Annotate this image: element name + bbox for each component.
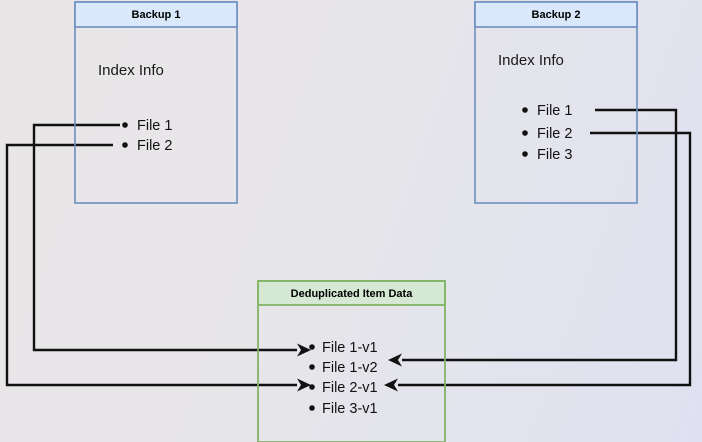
backup-2-box[interactable]: Backup 2 Index Info File 1 File 2 File 3 — [474, 1, 638, 204]
backup-1-heading: Index Info — [98, 62, 164, 79]
arrowhead-icon — [297, 343, 311, 357]
dedup-list-item-1[interactable]: File 1-v1 — [309, 340, 378, 356]
backup-1-list-item-2[interactable]: File 2 — [122, 138, 172, 154]
backup-2-list-item-2[interactable]: File 2 — [522, 126, 572, 142]
backup-2-item-label: File 3 — [537, 147, 572, 163]
bullet-icon — [122, 142, 128, 148]
backup-1-item-label: File 2 — [137, 138, 172, 154]
bullet-icon — [122, 122, 128, 128]
connector-backup2-file1-to-file1v2 — [388, 108, 678, 367]
backup-2-item-label: File 2 — [537, 126, 572, 142]
backup-2-list-item-3[interactable]: File 3 — [522, 147, 572, 163]
dedup-item-label: File 2-v1 — [322, 380, 378, 396]
connector-backup1-file2-to-file2v1 — [5, 143, 311, 392]
dedup-header-bar — [257, 280, 446, 306]
connector-backup1-file1-to-file1v1 — [32, 123, 311, 357]
backup-1-box[interactable]: Backup 1 Index Info File 1 File 2 — [74, 1, 238, 204]
backup-2-list-item-1[interactable]: File 1 — [522, 103, 572, 119]
backup-1-body — [74, 1, 238, 204]
backup-1-item-label: File 1 — [137, 118, 172, 134]
dedup-list-item-3[interactable]: File 2-v1 — [309, 380, 378, 396]
backup-1-list-item-1[interactable]: File 1 — [122, 118, 172, 134]
arrowhead-icon — [297, 378, 311, 392]
deduplicated-item-data-box[interactable]: Deduplicated Item Data File 1-v1 File 1-… — [257, 280, 446, 442]
connector-backup2-file2-to-file2v1 — [384, 131, 692, 392]
backup-2-header-bar — [474, 1, 638, 28]
dedup-title: Deduplicated Item Data — [291, 288, 414, 300]
bullet-icon — [309, 364, 315, 370]
bullet-icon — [522, 107, 528, 113]
dedup-item-label: File 3-v1 — [322, 401, 378, 417]
arrowhead-icon — [388, 353, 402, 367]
dedup-list-item-4[interactable]: File 3-v1 — [309, 401, 378, 417]
connector-group — [5, 108, 692, 392]
dedup-list-item-2[interactable]: File 1-v2 — [309, 360, 378, 376]
bullet-icon — [522, 130, 528, 136]
dedup-item-label: File 1-v1 — [322, 340, 378, 356]
bullet-icon — [309, 405, 315, 411]
backup-1-title: Backup 1 — [132, 9, 181, 21]
backup-2-title: Backup 2 — [532, 9, 581, 21]
dedup-item-label: File 1-v2 — [322, 360, 378, 376]
backup-2-item-label: File 1 — [537, 103, 572, 119]
bullet-icon — [309, 384, 315, 390]
bullet-icon — [309, 344, 315, 350]
bullet-icon — [522, 151, 528, 157]
backup-1-header-bar — [74, 1, 238, 28]
backup-2-heading: Index Info — [498, 52, 564, 69]
arrowhead-icon — [384, 378, 398, 392]
